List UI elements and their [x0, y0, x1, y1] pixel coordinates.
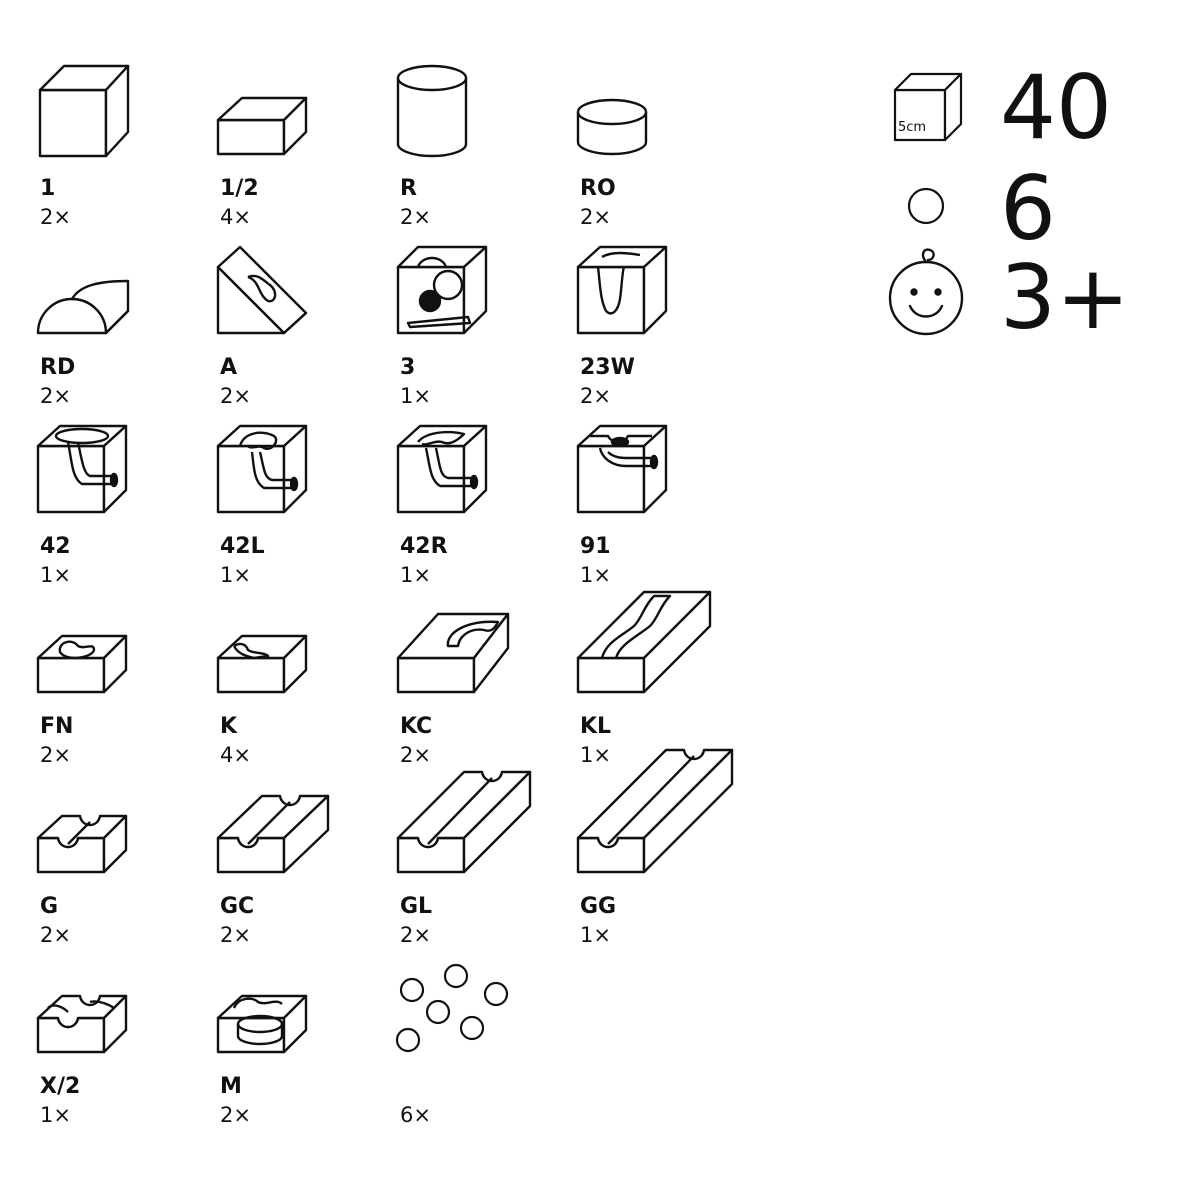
marble-icon — [906, 186, 946, 226]
angled-chute-icon — [218, 243, 368, 353]
piece-count: 2× — [40, 205, 71, 229]
piece-x-2: X/2 1× — [38, 962, 188, 1142]
piece-marbles: 6× — [398, 962, 548, 1142]
piece-count: 1× — [220, 563, 251, 587]
piece-gc: GC 2× — [218, 782, 368, 962]
funnel-tunnel-left-cube-icon — [218, 422, 368, 532]
piece-count: 4× — [220, 205, 251, 229]
cube-icon — [38, 64, 188, 174]
piece-code: K — [220, 714, 238, 739]
long-curve-slab-icon — [578, 602, 728, 712]
piece-count: 2× — [220, 923, 251, 947]
piece-code: RO — [580, 176, 616, 201]
piece-code: GG — [580, 894, 617, 919]
piece-1-2: 1/2 4× — [218, 64, 368, 244]
piece-42r: 42R 1× — [398, 422, 548, 602]
piece-42: 42 1× — [38, 422, 188, 602]
cross-groove-slab-icon — [38, 962, 188, 1072]
marbles-icon — [398, 962, 548, 1072]
piece-code: KC — [400, 714, 433, 739]
piece-count: 2× — [220, 384, 251, 408]
cube-size-label: 5cm — [898, 120, 927, 135]
piece-code: 91 — [580, 534, 611, 559]
piece-ro: RO 2× — [578, 64, 728, 244]
piece-code: 23W — [580, 355, 635, 380]
funnel-slab-icon — [38, 602, 188, 712]
piece-code: 42 — [40, 534, 71, 559]
short-cylinder-icon — [578, 64, 728, 174]
piece-code: GC — [220, 894, 255, 919]
piece-23w: 23W 2× — [578, 243, 728, 423]
piece-code: A — [220, 355, 238, 380]
cylinder-icon — [398, 64, 548, 174]
piece-k: K 4× — [218, 602, 368, 782]
piece-count: 2× — [580, 205, 611, 229]
piece-count: 2× — [400, 923, 431, 947]
piece-r: R 2× — [398, 64, 548, 244]
piece-count: 4× — [220, 743, 251, 767]
piece-a: A 2× — [218, 243, 368, 423]
groove-channel-slab-icon — [218, 782, 368, 892]
extra-long-groove-slab-icon — [578, 782, 728, 892]
curve-channel-slab-icon — [398, 602, 548, 712]
piece-count: 1× — [40, 1103, 71, 1127]
piece-code: RD — [40, 355, 76, 380]
piece-count: 2× — [40, 743, 71, 767]
half-round-icon — [38, 243, 188, 353]
piece-count: 1× — [400, 563, 431, 587]
piece-code: 1/2 — [220, 176, 259, 201]
piece-91: 91 1× — [578, 422, 728, 602]
piece-code: 42R — [400, 534, 448, 559]
piece-count: 2× — [40, 384, 71, 408]
piece-count: 2× — [40, 923, 71, 947]
blocks-total: 40 — [1000, 56, 1112, 159]
piece-code: G — [40, 894, 59, 919]
cube-size-icon — [893, 72, 965, 144]
piece-code: X/2 — [40, 1074, 81, 1099]
piece-3: 3 1× — [398, 243, 548, 423]
piece-count: 1× — [580, 743, 611, 767]
piece-count: 2× — [400, 205, 431, 229]
piece-m: M 2× — [218, 962, 368, 1142]
child-face-icon — [886, 246, 966, 338]
piece-code: R — [400, 176, 417, 201]
groove-slab-icon — [38, 782, 188, 892]
marble-well-slab-icon — [218, 962, 368, 1072]
piece-code: 1 — [40, 176, 56, 201]
piece-code: 42L — [220, 534, 265, 559]
marbles-total: 6 — [1000, 157, 1056, 260]
piece-kl: KL 1× — [578, 602, 728, 782]
piece-count: 2× — [580, 384, 611, 408]
piece-code: FN — [40, 714, 74, 739]
piece-gl: GL 2× — [398, 782, 548, 962]
piece-count: 2× — [220, 1103, 251, 1127]
piece-code: KL — [580, 714, 612, 739]
piece-code: GL — [400, 894, 433, 919]
piece-rd: RD 2× — [38, 243, 188, 423]
piece-fn: FN 2× — [38, 602, 188, 782]
piece-count: 2× — [400, 743, 431, 767]
piece-code: 3 — [400, 355, 416, 380]
piece-count: 1× — [580, 923, 611, 947]
piece-42l: 42L 1× — [218, 422, 368, 602]
half-cube-icon — [218, 64, 368, 174]
piece-code: M — [220, 1074, 242, 1099]
piece-1: 1 2× — [38, 64, 188, 244]
piece-g: G 2× — [38, 782, 188, 962]
piece-count: 6× — [400, 1103, 431, 1127]
piece-kc: KC 2× — [398, 602, 548, 782]
curve-slab-icon — [218, 602, 368, 712]
ball-chute-cube-icon — [398, 243, 548, 353]
funnel-tunnel-right-cube-icon — [398, 422, 548, 532]
funnel-tunnel-cube-icon — [38, 422, 188, 532]
piece-gg: GG 1× — [578, 782, 728, 962]
cross-tunnel-cube-icon — [578, 422, 728, 532]
deep-groove-cube-icon — [578, 243, 728, 353]
piece-count: 1× — [400, 384, 431, 408]
age-rating: 3+ — [1000, 246, 1130, 349]
piece-count: 1× — [580, 563, 611, 587]
piece-count: 1× — [40, 563, 71, 587]
long-groove-slab-icon — [398, 782, 548, 892]
